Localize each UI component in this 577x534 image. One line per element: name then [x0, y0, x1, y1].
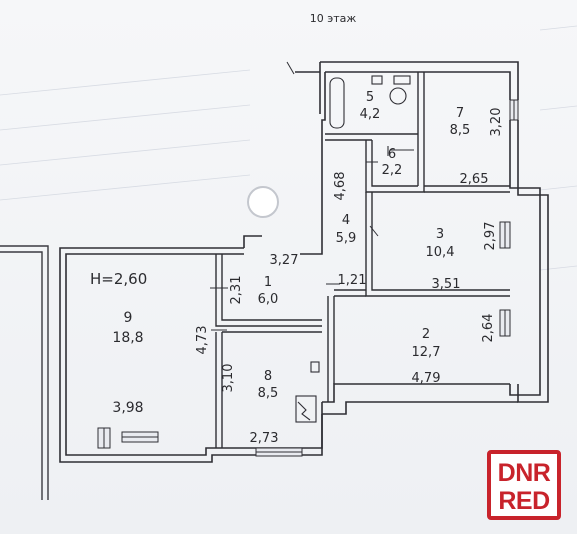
room-4-number: 4: [342, 213, 350, 228]
dimension-ticks: [210, 61, 379, 331]
watermark-logo: DNR RED: [487, 450, 561, 520]
room-8-number: 8: [264, 369, 272, 384]
toilet-icon: [389, 87, 407, 105]
dim-2-65: 2,65: [460, 172, 489, 187]
dim-3-51: 3,51: [432, 277, 461, 292]
left-neighbor-walls: [0, 245, 49, 500]
dim-3-10: 3,10: [221, 364, 236, 393]
column-marker: [247, 186, 279, 218]
paper-lines: [0, 25, 577, 271]
interior-walls: [215, 72, 510, 448]
dim-3-98: 3,98: [112, 400, 143, 416]
sink-icon: [371, 75, 383, 85]
room-1-number: 1: [264, 275, 272, 290]
gas-meter-icon: [310, 361, 320, 373]
room-6-area: 2,2: [382, 163, 403, 178]
dim-2-73: 2,73: [250, 431, 279, 446]
room-3-area: 10,4: [426, 245, 455, 260]
room-1-area: 6,0: [258, 292, 279, 307]
bathtub-icon: [329, 77, 345, 129]
dim-4-73: 4,73: [195, 326, 210, 355]
room-3-number: 3: [436, 227, 444, 242]
room-9-number: 9: [124, 310, 133, 326]
dim-2-64: 2,64: [481, 314, 496, 343]
dim-2-31: 2,31: [229, 276, 244, 305]
bath-fixtures: [329, 75, 414, 156]
room-7-number: 7: [456, 106, 464, 121]
dim-4-68: 4,68: [333, 172, 348, 201]
dim-4-79: 4,79: [412, 371, 441, 386]
room-5-number: 5: [366, 90, 374, 105]
windows: [97, 99, 519, 457]
outer-walls: [59, 61, 549, 463]
watermark-line-1: DNR: [497, 459, 551, 487]
ceiling-height: H=2,60: [90, 270, 147, 288]
floor-title: 10 этаж: [310, 12, 357, 25]
room-7-area: 8,5: [450, 123, 471, 138]
room-labels: 5 4,2 7 8,5 6 2,2 4 5,9 3 10,4 1 6,0 2 1…: [112, 90, 470, 401]
room-4-area: 5,9: [336, 231, 357, 246]
dim-2-97: 2,97: [483, 222, 498, 251]
room-2-number: 2: [422, 327, 430, 342]
room-6-number: 6: [388, 147, 396, 162]
room-9-area: 18,8: [112, 330, 143, 346]
stove-icon: [295, 395, 317, 423]
dim-1-21: 1,21: [338, 273, 367, 288]
room-2-area: 12,7: [412, 345, 441, 360]
dimension-labels: 3,27 3,98 2,73 1,21 2,65 3,51 4,79 2,31 …: [112, 108, 504, 446]
kitchen-fixtures: [295, 361, 320, 423]
dim-3-27: 3,27: [270, 253, 299, 268]
dim-3-20: 3,20: [489, 108, 504, 137]
room-8-area: 8,5: [258, 386, 279, 401]
watermark-line-2: RED: [498, 487, 550, 515]
room-5-area: 4,2: [360, 107, 381, 122]
